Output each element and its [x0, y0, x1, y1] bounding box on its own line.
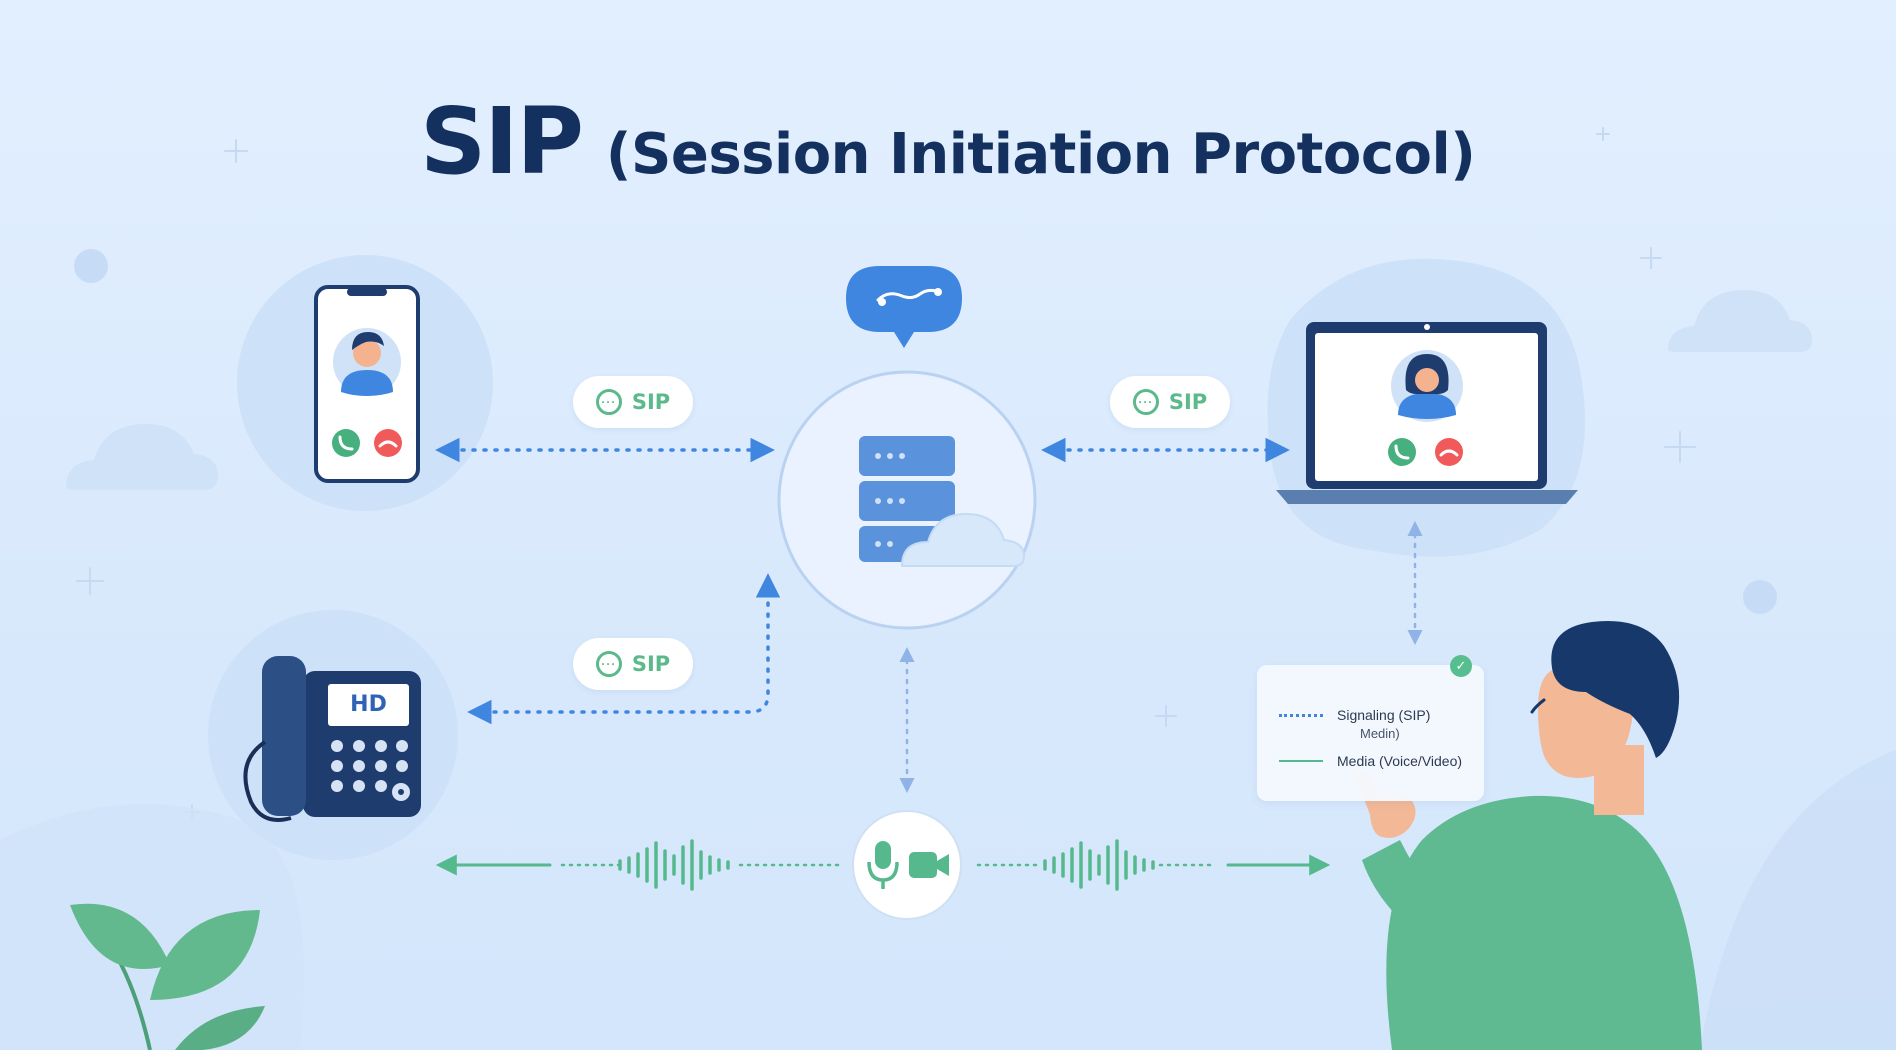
decline-call-icon	[1435, 438, 1463, 466]
sip-signaling-links	[435, 437, 1290, 725]
legend-signaling-swatch	[1279, 713, 1323, 717]
legend-media: Media (Voice/Video)	[1279, 753, 1462, 769]
sip-label-pill-deskphone: ··· SIP	[573, 638, 693, 690]
diagram-title: SIP (Session Initiation Protocol)	[420, 88, 1476, 198]
media-stream	[435, 839, 1331, 891]
sip-server	[777, 370, 1037, 630]
cloud-left	[66, 424, 218, 490]
chat-dots-icon: ···	[595, 651, 622, 677]
decline-call-icon	[374, 429, 402, 457]
laptop-icon	[1276, 322, 1578, 504]
legend-stray-text: Medin)	[1360, 726, 1400, 741]
sip-label: SIP	[1168, 390, 1208, 414]
media-device	[852, 810, 962, 920]
person-pointing-icon	[1354, 621, 1702, 1050]
sip-label: SIP	[631, 390, 671, 414]
sip-label-pill-phone: ··· SIP	[573, 376, 693, 428]
background-decor	[0, 127, 1896, 1050]
cloud-right	[1668, 290, 1812, 352]
legend-signaling: Signaling (SIP)	[1279, 707, 1430, 723]
chat-dots-icon: ···	[595, 389, 622, 415]
sip-label: SIP	[631, 652, 671, 676]
legend: ✓ Signaling (SIP) Medin) Media (Voice/Vi…	[1257, 655, 1484, 801]
accept-call-icon	[1388, 438, 1416, 466]
legend-media-swatch	[1279, 760, 1323, 762]
chat-bubble-icon	[846, 266, 962, 348]
title-main: SIP	[420, 88, 584, 195]
video-camera-icon	[909, 852, 949, 878]
legend-signaling-label: Signaling (SIP)	[1337, 707, 1431, 723]
server-cloud-icon	[859, 436, 1026, 568]
sip-label-pill-laptop: ··· SIP	[1110, 376, 1230, 428]
desk-phone-icon	[243, 656, 421, 822]
title-subtitle: (Session Initiation Protocol)	[605, 122, 1476, 187]
microphone-icon	[867, 841, 899, 889]
check-icon: ✓	[1450, 655, 1472, 677]
user-avatar-icon	[333, 328, 401, 396]
user-avatar-icon	[1391, 350, 1463, 422]
accept-call-icon	[332, 429, 360, 457]
smartphone-icon	[314, 285, 420, 483]
secondary-links	[899, 521, 1423, 793]
chat-dots-icon: ···	[1132, 389, 1159, 415]
legend-media-label: Media (Voice/Video)	[1337, 753, 1463, 769]
desk-phone-screen-text: HD	[350, 692, 387, 717]
leaf-icon	[70, 903, 265, 1050]
